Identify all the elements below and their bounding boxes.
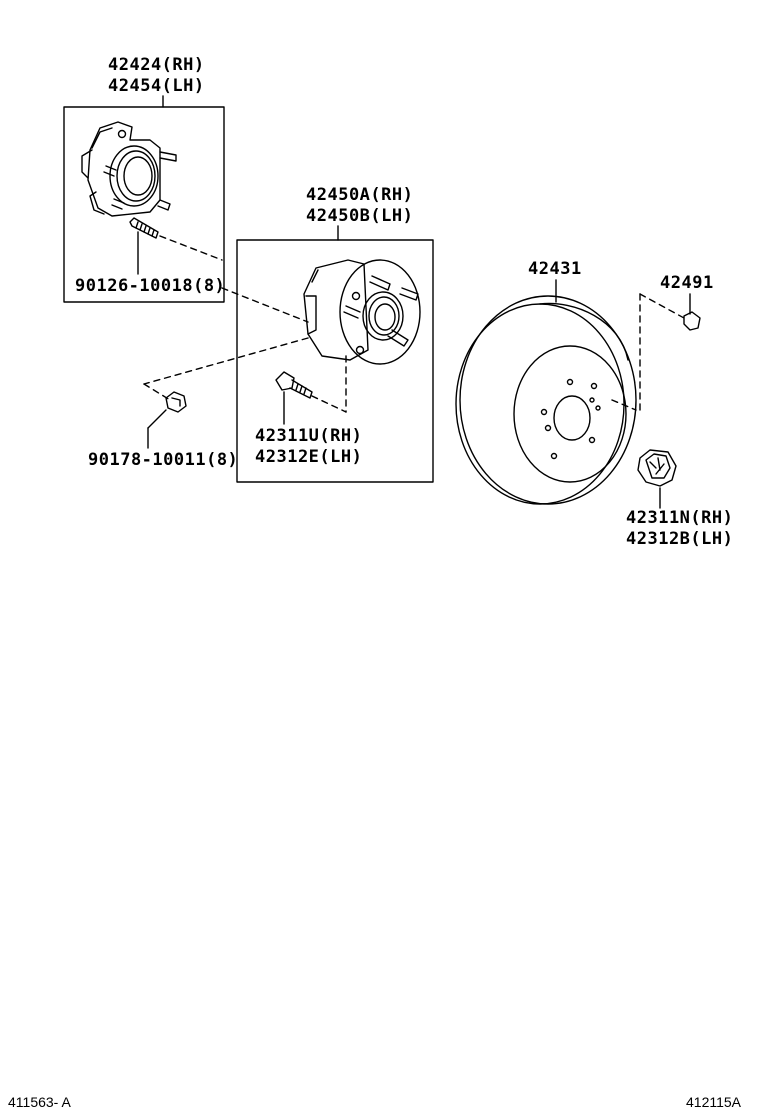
carrier-icon <box>81 121 177 217</box>
hub-group <box>236 225 434 483</box>
hub-bearing-icon <box>303 259 421 365</box>
hub-bolt-rh-label: 42311U(RH) <box>255 426 363 446</box>
carrier-lh-label: 42454(LH) <box>108 76 205 96</box>
hub-frame <box>236 239 434 483</box>
carrier-rh-label: 42424(RH) <box>108 55 205 75</box>
wheel-nut-rh-label: 42311N(RH) <box>626 508 734 528</box>
footer-left-code: 411563- A <box>8 1094 71 1110</box>
wheel-nut-lh-label: 42312B(LH) <box>626 529 734 549</box>
carrier-nut-icon <box>165 391 187 413</box>
carrier-bolt-icon <box>129 217 159 239</box>
plug-label: 42491 <box>660 273 714 293</box>
carrier-group <box>63 95 225 303</box>
hub-bearing-lh-label: 42450B(LH) <box>306 206 414 226</box>
carrier-nut-leader <box>147 409 167 429</box>
plug-icon <box>683 311 701 331</box>
hub-bolt-icon <box>275 371 313 399</box>
rotor-icon <box>455 295 637 505</box>
carrier-frame <box>63 106 225 303</box>
rotor-label: 42431 <box>528 259 582 279</box>
footer-right-code: 412115A <box>686 1094 742 1110</box>
carrier-bolt-label: 90126-10018(8) <box>75 276 226 296</box>
hub-bolt-lh-label: 42312E(LH) <box>255 447 363 467</box>
carrier-nut-label: 90178-10011(8) <box>88 450 239 470</box>
wheel-nut-icon <box>637 449 677 487</box>
hub-bearing-rh-label: 42450A(RH) <box>306 185 414 205</box>
